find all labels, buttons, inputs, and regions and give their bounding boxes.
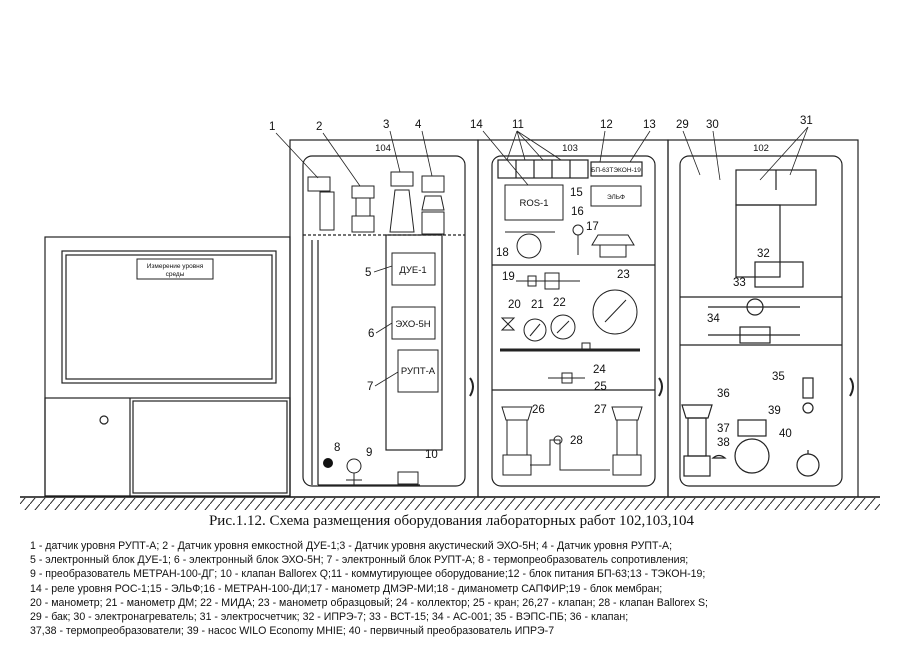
panel-104-label: 104 <box>375 143 391 154</box>
callout-28: 28 <box>570 435 583 447</box>
sensor-4-rupt <box>421 175 445 235</box>
figure-legend: 1 - датчик уровня РУПТ-А; 2 - Датчик уро… <box>30 539 890 638</box>
callout-39: 39 <box>768 405 781 417</box>
callout-16: 16 <box>571 206 584 218</box>
callout-40: 40 <box>779 428 792 440</box>
sensor-2-due <box>351 185 375 233</box>
callout-35: 35 <box>772 371 785 383</box>
callout-2: 2 <box>316 121 322 133</box>
legend-line-3: 9 - преобразователь МЕТРАН-100-ДГ; 10 - … <box>30 568 706 581</box>
legend-line-4: 14 - реле уровня РОС-1;15 - ЭЛЬФ;16 - МЕ… <box>30 582 663 595</box>
callout-32: 32 <box>757 248 770 260</box>
block-5-label: ДУЕ-1 <box>399 265 426 276</box>
callout-7: 7 <box>367 381 373 393</box>
callout-3: 3 <box>383 119 389 131</box>
block-6-label: ЭХО-5Н <box>395 319 430 330</box>
bp-label: БП-63ТЭКОН-19 <box>591 167 641 174</box>
transmitter-9 <box>346 458 362 485</box>
relay-14-ros <box>504 184 564 221</box>
legend-line-7: 37,38 - термопреобразователи; 39 - насос… <box>30 625 555 638</box>
callout-36: 36 <box>717 388 730 400</box>
sensor-1-rupt <box>307 176 335 231</box>
callout-30: 30 <box>706 119 719 131</box>
legend-line-2: 5 - электронный блок ДУЕ-1; 6 - электрон… <box>30 554 689 567</box>
legend-line-6: 29 - бак; 30 - электронагреватель; 31 - … <box>30 611 629 624</box>
callout-9: 9 <box>366 447 372 459</box>
callout-1: 1 <box>269 121 275 133</box>
callout-6: 6 <box>368 328 374 340</box>
callout-12: 12 <box>600 119 613 131</box>
callout-37: 37 <box>717 423 730 435</box>
callout-11: 11 <box>512 119 524 131</box>
callout-5: 5 <box>365 267 371 279</box>
block-5-due <box>391 252 436 286</box>
panel-103-label: 103 <box>562 143 578 154</box>
valve-10 <box>397 471 419 485</box>
callout-24: 24 <box>593 364 606 376</box>
callout-25: 25 <box>594 381 607 393</box>
cabinet-102 <box>667 139 859 498</box>
callout-8: 8 <box>334 442 340 454</box>
callout-31: 31 <box>800 115 813 127</box>
equipment-layout-diagram: Измерение уровня среды 104 ДУЕ-1 ЭХО-5Н … <box>20 115 880 510</box>
screen-label-box <box>136 258 214 280</box>
callout-23: 23 <box>617 269 630 281</box>
callout-numbers: 1 2 3 4 14 11 12 13 29 30 31 5 6 7 8 9 1… <box>269 115 813 461</box>
sensor-3-eho <box>389 171 415 233</box>
relay-14-label: ROS-1 <box>519 198 548 209</box>
block-7-label: РУПТ-А <box>401 366 436 377</box>
callout-33: 33 <box>733 277 746 289</box>
callout-13: 13 <box>643 119 656 131</box>
callout-20: 20 <box>508 299 521 311</box>
callout-15: 15 <box>570 187 583 199</box>
floor <box>20 496 880 510</box>
figure-caption: Рис.1.12. Схема размещения оборудования … <box>208 513 695 529</box>
row2-103-devices <box>500 224 643 476</box>
callout-14: 14 <box>470 119 483 131</box>
callout-34: 34 <box>707 313 720 325</box>
callout-22: 22 <box>553 297 566 309</box>
leader-lines <box>275 126 809 387</box>
callout-19: 19 <box>502 271 515 283</box>
callout-27: 27 <box>594 404 607 416</box>
callout-29: 29 <box>676 119 689 131</box>
sensor-8-thermo <box>323 458 333 468</box>
callout-18: 18 <box>496 247 509 259</box>
callout-21: 21 <box>531 299 544 311</box>
panel-102-label: 102 <box>753 143 769 154</box>
block-7-rupt <box>397 349 439 393</box>
screen-label-line2: среды <box>166 271 185 278</box>
legend-line-5: 20 - манометр; 21 - манометр ДМ; 22 - МИ… <box>30 596 708 609</box>
callout-4: 4 <box>415 119 422 131</box>
callout-10: 10 <box>425 449 438 461</box>
callout-38: 38 <box>717 437 730 449</box>
unit-15-elf <box>590 185 642 207</box>
legend-line-1: 1 - датчик уровня РУПТ-А; 2 - Датчик уро… <box>30 540 673 552</box>
callout-26: 26 <box>532 404 545 416</box>
unit-15-label: ЭЛЬФ <box>607 194 625 201</box>
screen-label-line1: Измерение уровня <box>147 263 204 270</box>
callout-17: 17 <box>586 221 599 233</box>
cabinet-104 <box>289 139 479 498</box>
